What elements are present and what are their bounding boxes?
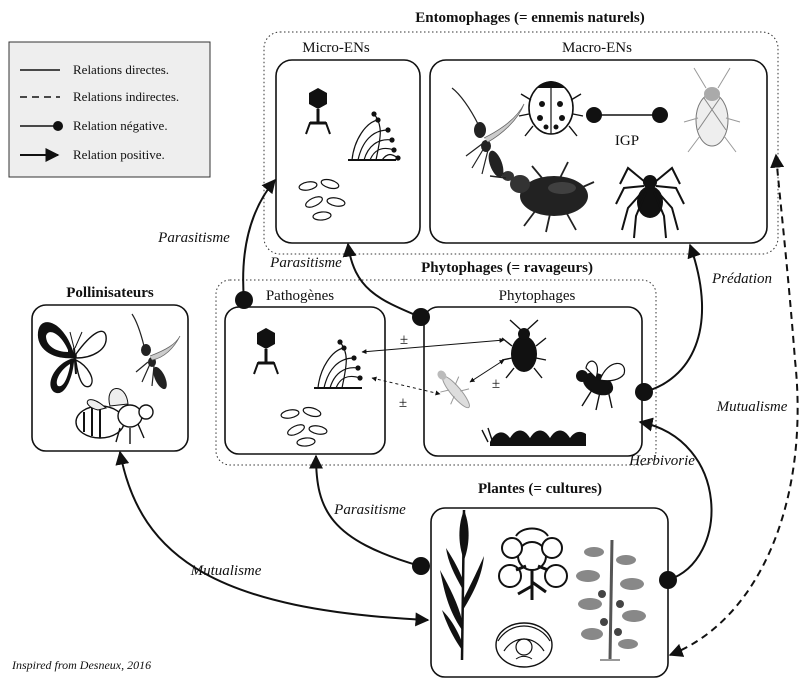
cabbage-icon xyxy=(495,622,553,668)
fly-icon xyxy=(576,360,626,411)
parasitisme-arrow-top: Parasitisme xyxy=(157,178,276,309)
phytophages-title: Phytophages (= ravageurs) xyxy=(421,260,593,276)
legend-indirect: Relations indirectes. xyxy=(73,89,179,104)
bacteria-icon xyxy=(298,178,346,221)
legend-negative: Relation négative. xyxy=(73,118,168,133)
pm-label-1: ± xyxy=(400,332,408,348)
parasitisme-label-low: Parasitisme xyxy=(333,502,406,518)
bee-icon xyxy=(75,388,154,444)
predation-label: Prédation xyxy=(711,271,772,287)
phage-icon xyxy=(305,88,331,135)
phage-icon xyxy=(253,328,279,375)
plantes-group: Plantes (= cultures) xyxy=(430,481,669,678)
cotton-icon xyxy=(498,527,568,600)
butterfly-icon xyxy=(37,322,107,394)
legend: Relations directes. Relations indirectes… xyxy=(8,41,211,178)
phytophages-label: Phytophages xyxy=(499,288,576,304)
tomato-plant-icon xyxy=(576,539,646,661)
mirid-bug-icon xyxy=(683,67,741,153)
ladybug-icon xyxy=(518,81,584,137)
pm-label-2: ± xyxy=(399,395,407,411)
wasp-icon xyxy=(131,313,181,390)
aphid-icon xyxy=(501,319,547,379)
pathogenes-label: Pathogènes xyxy=(266,288,334,304)
parasitisme-arrow-low: Parasitisme xyxy=(309,454,430,575)
fungus-icon xyxy=(348,111,401,161)
pm-relations: ± ± ± xyxy=(361,332,505,411)
fungus-icon xyxy=(314,339,363,389)
legend-positive: Relation positive. xyxy=(73,147,165,162)
herbivorie-label: Herbivorie xyxy=(628,453,695,469)
mutualisme-label-right: Mutualisme xyxy=(716,399,788,415)
ground-beetle-icon xyxy=(489,161,595,233)
micro-ens-label: Micro-ENs xyxy=(302,40,370,56)
pollinisateurs-title: Pollinisateurs xyxy=(66,285,154,301)
mutualisme-label-left: Mutualisme xyxy=(190,563,262,579)
parasitisme-arrow-mid: Parasitisme xyxy=(269,242,430,326)
credit-text: Inspired from Desneux, 2016 xyxy=(11,658,151,672)
parasitisme-label-top: Parasitisme xyxy=(157,230,230,246)
pm-label-3: ± xyxy=(492,376,500,392)
legend-direct: Relations directes. xyxy=(73,62,169,77)
bacteria-icon xyxy=(280,406,328,447)
wheat-icon xyxy=(440,509,484,661)
igp-relation: IGP xyxy=(586,107,668,149)
entomophages-title: Entomophages (= ennemis naturels) xyxy=(415,10,645,26)
mutualisme-arrow-left: Mutualisme xyxy=(115,450,430,627)
plantes-title: Plantes (= cultures) xyxy=(478,481,602,497)
mutualisme-indirect-arrow: Mutualisme xyxy=(668,153,799,657)
macro-ens-label: Macro-ENs xyxy=(562,40,632,56)
caterpillar-icon xyxy=(481,427,586,446)
parasitisme-label-mid: Parasitisme xyxy=(269,255,342,271)
igp-label: IGP xyxy=(615,133,639,149)
